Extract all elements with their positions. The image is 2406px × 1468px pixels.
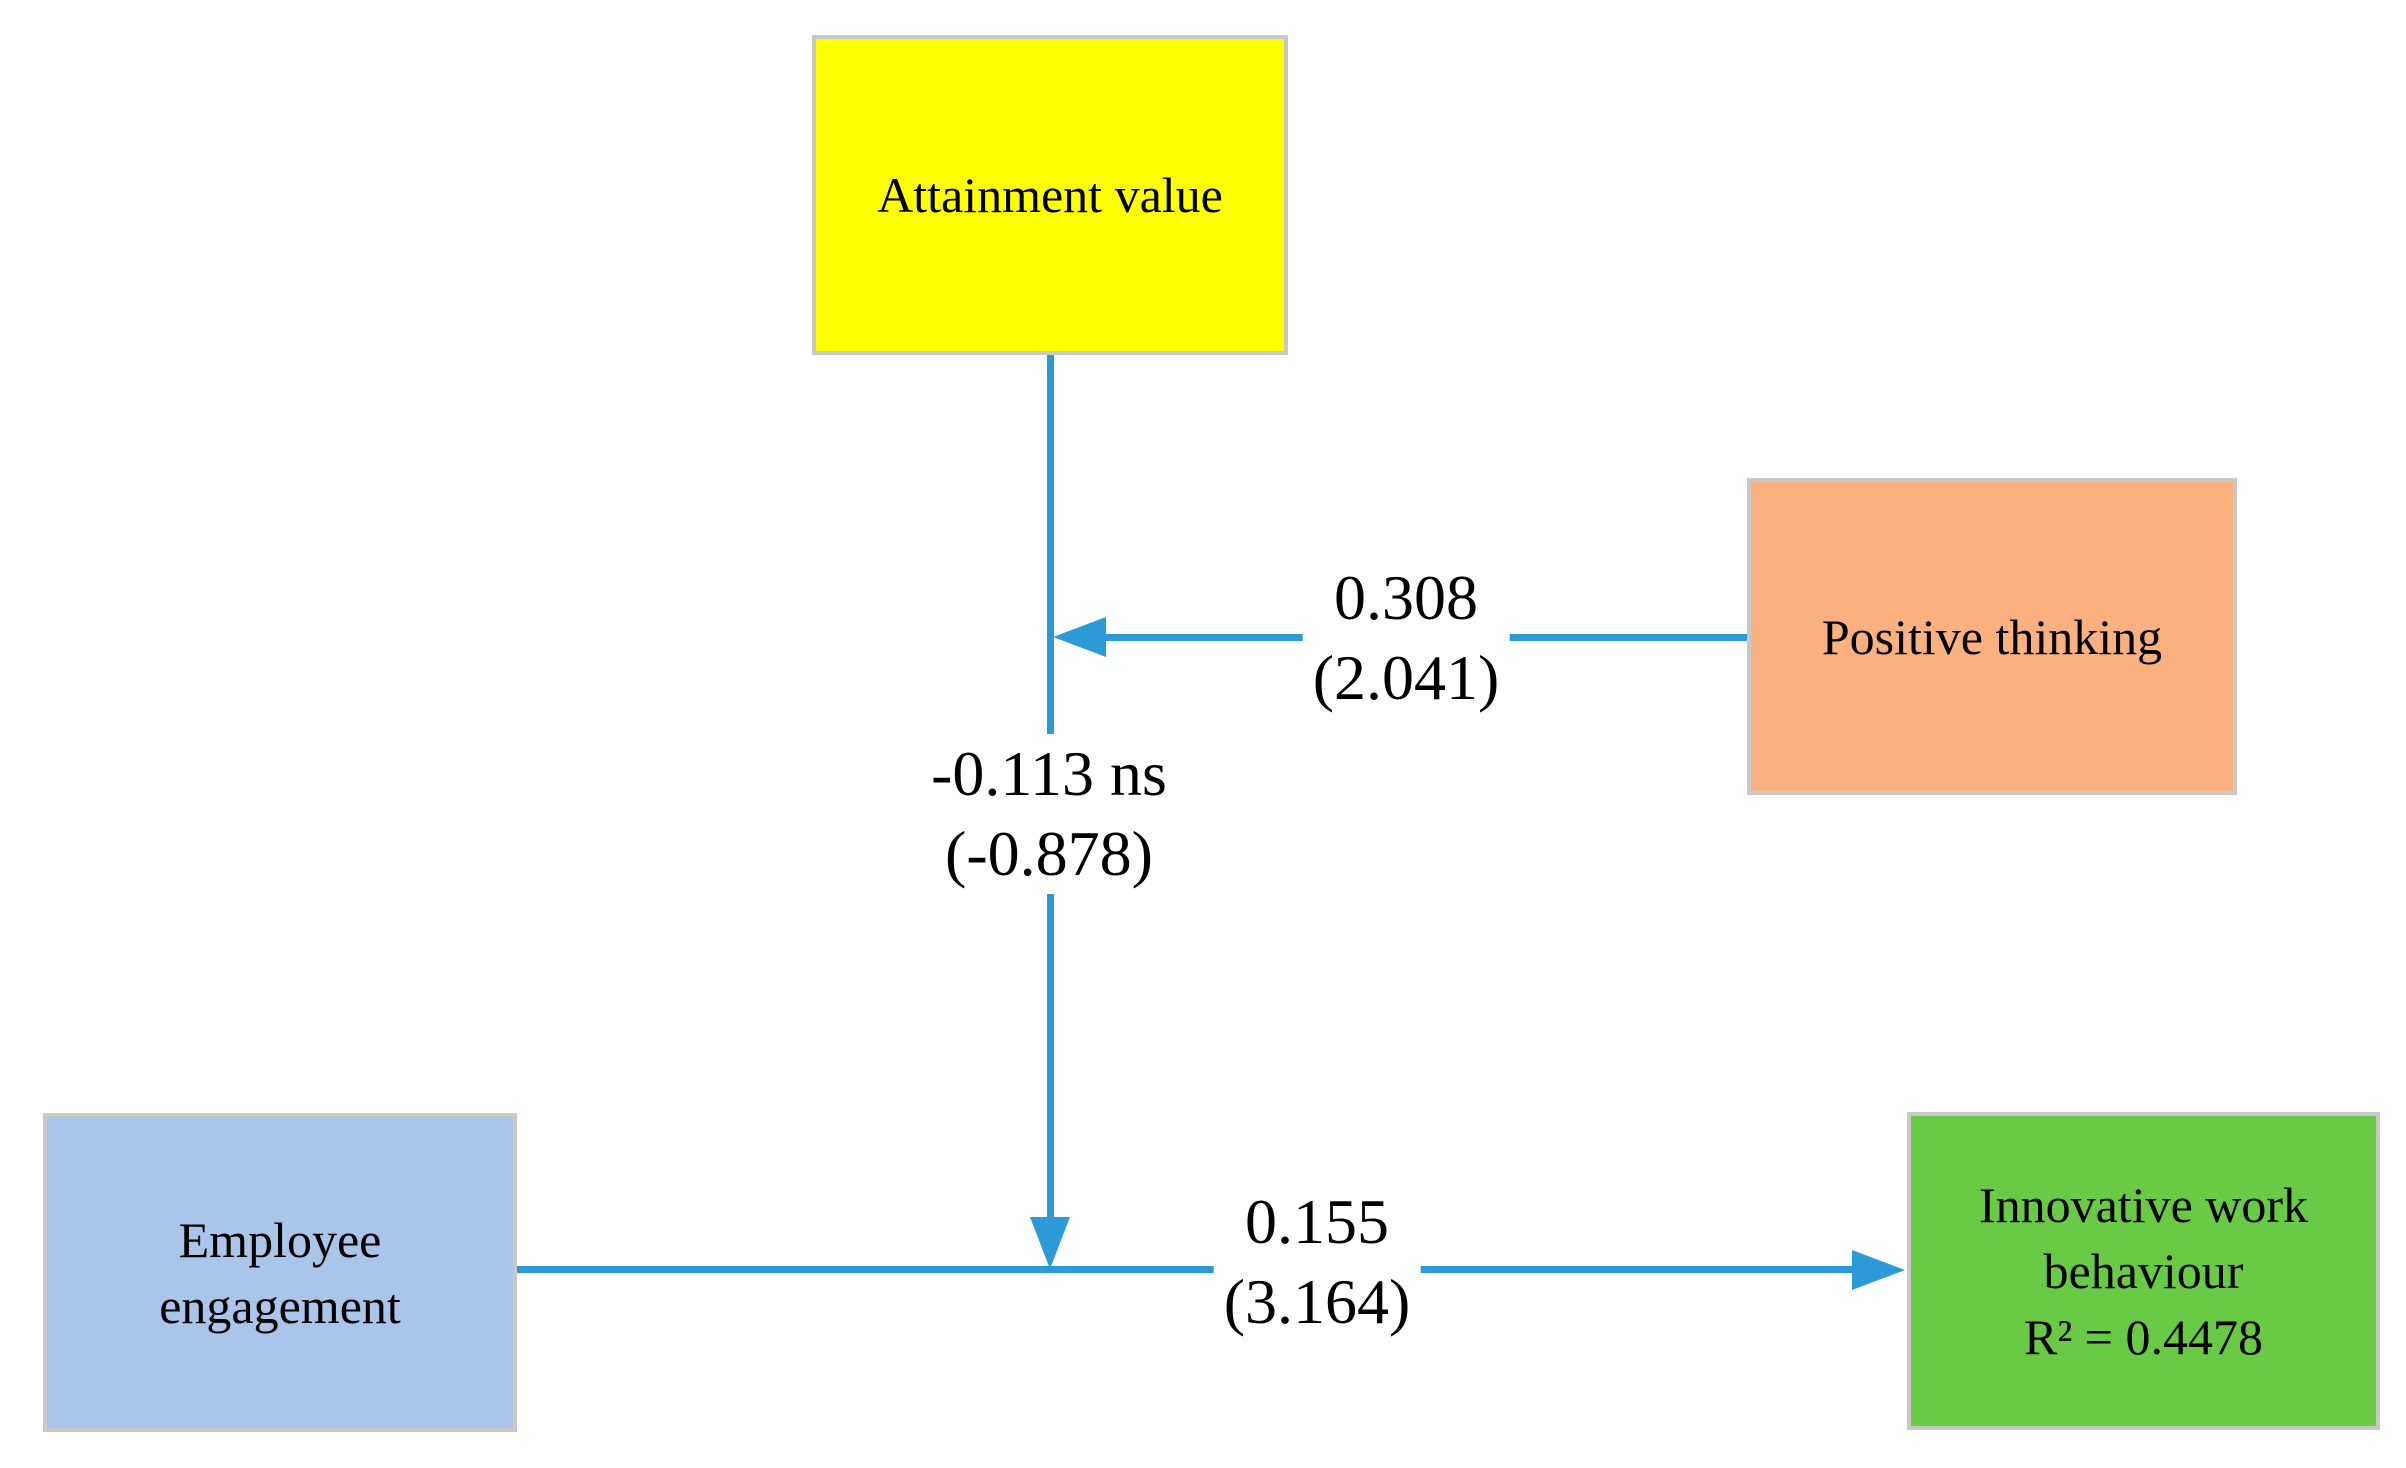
edge-t-value: (3.164) — [1223, 1266, 1411, 1337]
node-label: Employee engagement — [159, 1211, 401, 1334]
node-attainment-value: Attainment value — [812, 35, 1288, 355]
edge-label-engagement: 0.155 (3.164) — [1213, 1182, 1421, 1342]
edge-label-positive-thinking: 0.308 (2.041) — [1302, 558, 1510, 718]
node-label: Attainment value — [877, 167, 1223, 223]
right-arrowhead — [1852, 1250, 1905, 1290]
connector-engagement-to-innovative — [517, 1266, 1852, 1273]
node-employee-engagement: Employee engagement — [43, 1113, 517, 1432]
edge-coefficient: 0.155 — [1245, 1186, 1389, 1257]
node-innovative-work-behaviour: Innovative work behaviour R² = 0.4478 — [1907, 1112, 2380, 1430]
edge-t-value: (-0.878) — [945, 818, 1153, 889]
edge-label-attainment-path: -0.113 ns (-0.878) — [921, 734, 1177, 894]
node-r-squared: R² = 0.4478 — [2023, 1309, 2264, 1365]
node-positive-thinking: Positive thinking — [1747, 478, 2237, 795]
edge-coefficient: -0.113 ns — [931, 738, 1167, 809]
down-arrowhead — [1030, 1217, 1070, 1269]
edge-coefficient: 0.308 — [1334, 562, 1478, 633]
node-label: Innovative work behaviour — [1978, 1177, 2309, 1299]
left-arrowhead — [1053, 617, 1106, 657]
node-label: Positive thinking — [1821, 608, 2163, 665]
edge-t-value: (2.041) — [1312, 642, 1500, 713]
